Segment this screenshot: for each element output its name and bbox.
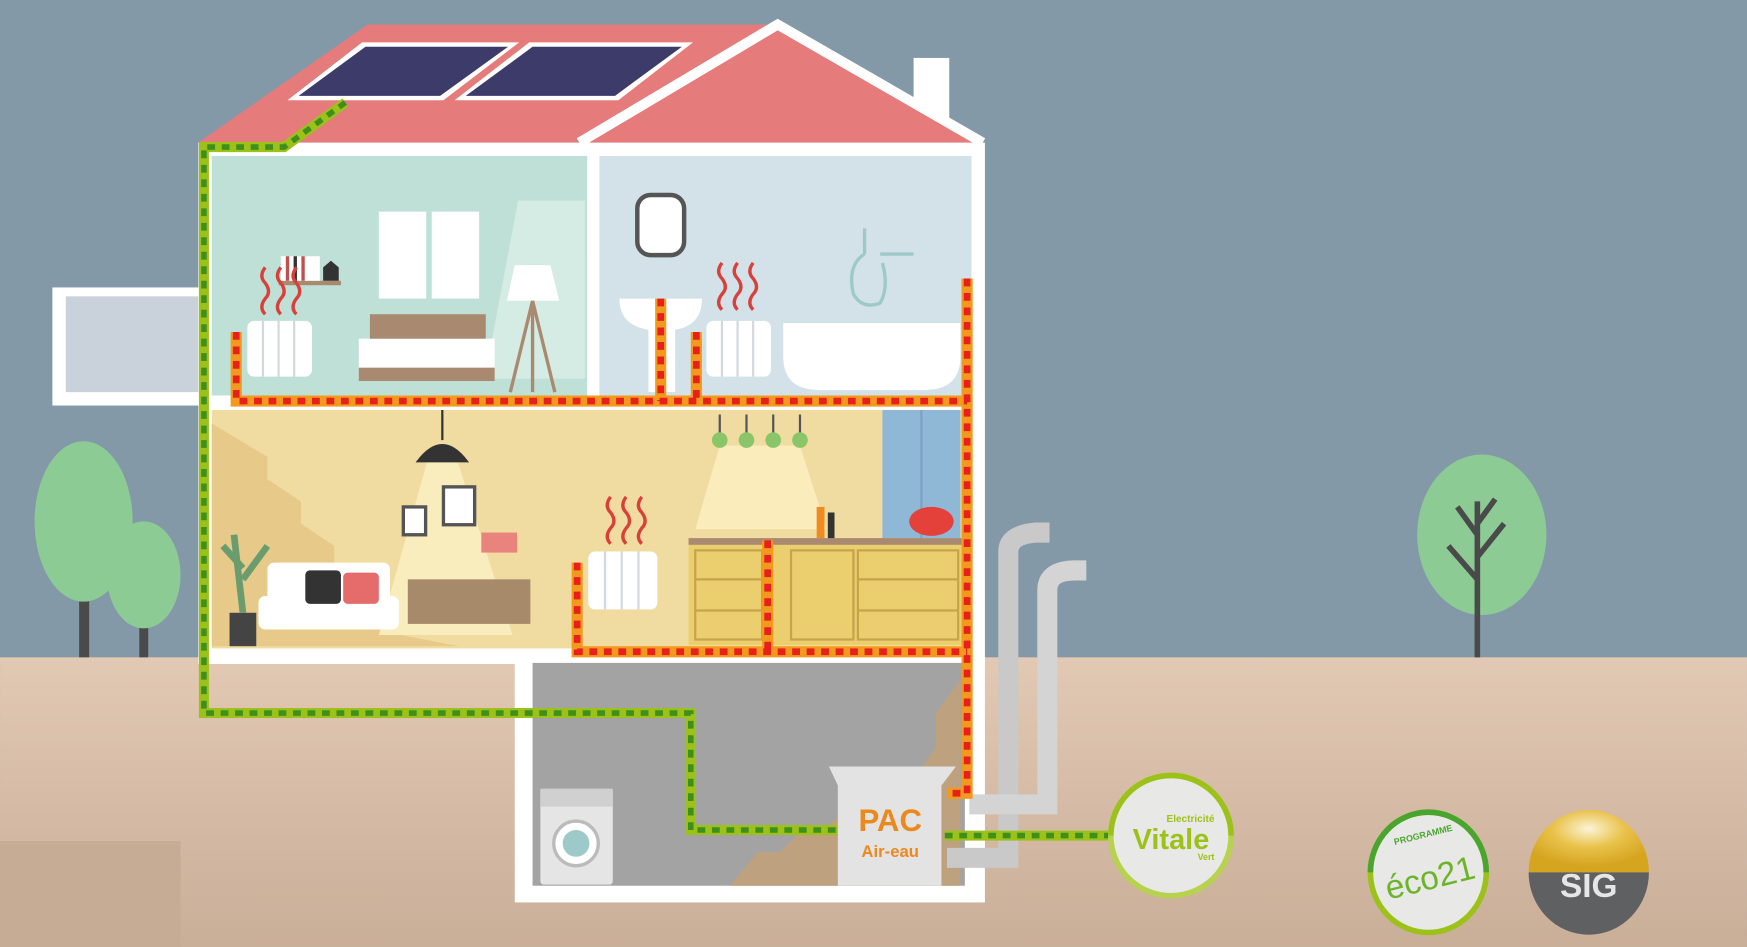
- heat-pump-unit: PAC Air-eau: [828, 766, 956, 886]
- tree-left: [34, 441, 181, 658]
- tree-right: [1417, 454, 1547, 658]
- vitale-top: Electricité: [1167, 814, 1215, 825]
- sofa: [258, 596, 399, 630]
- vitale-bottom: Vert: [1198, 852, 1215, 862]
- ground-patch: [0, 841, 181, 947]
- heat-pump-title: PAC: [858, 803, 922, 838]
- bathtub: [783, 323, 961, 390]
- cabinets: [694, 549, 960, 641]
- eco21-logo: PROGRAMME éco21: [1367, 809, 1490, 936]
- kitchen-lights: [695, 414, 827, 530]
- sig-main: SIG: [1560, 868, 1618, 905]
- washing-machine: [540, 788, 613, 885]
- side-panel-face: [65, 296, 203, 393]
- heating-pipes: [230, 278, 973, 799]
- electric-lines: [198, 98, 1109, 841]
- mirror: [635, 192, 687, 258]
- sig-logo: SIG: [1528, 809, 1649, 935]
- roof-gable: [576, 18, 986, 147]
- radiator-bathroom: [706, 261, 772, 377]
- cooking-pot: [909, 506, 954, 536]
- picture-frame: [401, 505, 428, 537]
- radiator-bedroom: [247, 266, 312, 377]
- shelf: [278, 280, 341, 286]
- outdoor-pipe: [969, 560, 1087, 815]
- solar-panel: [454, 42, 694, 101]
- solar-panel: [287, 42, 520, 101]
- plant-pot: [229, 612, 257, 647]
- shower: [849, 228, 914, 307]
- ceiling-lamp: [415, 409, 470, 463]
- picture-frame: [441, 485, 477, 527]
- kitchen-counter: [688, 538, 965, 646]
- vitale-main: Vitale: [1133, 824, 1210, 856]
- floor-lamp: [506, 265, 560, 393]
- vitale-logo: Electricité Vitale Vert: [1108, 772, 1234, 899]
- radiator-living: [588, 495, 658, 610]
- outdoor-pipe: [947, 522, 1050, 868]
- side-table: [407, 579, 531, 624]
- heat-pump-subtitle: Air-eau: [861, 842, 919, 861]
